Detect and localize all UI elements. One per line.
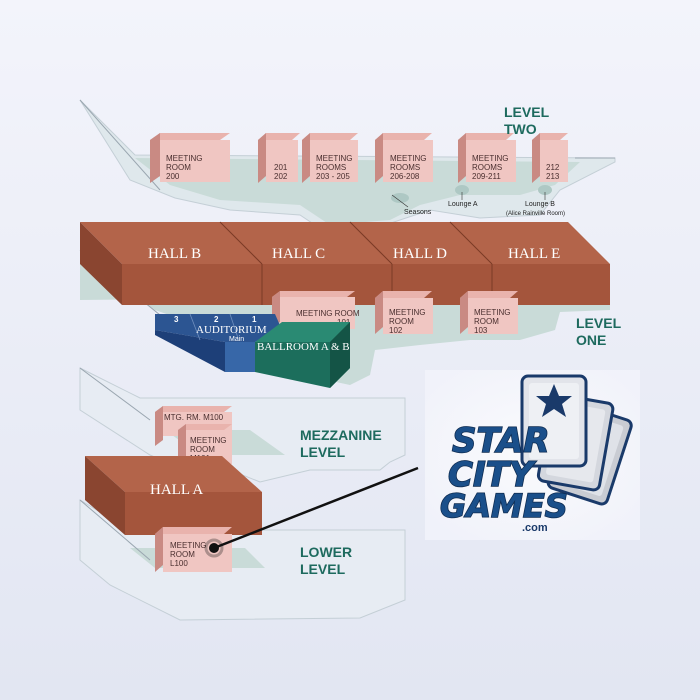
room-200-line3: 200 xyxy=(166,172,180,181)
mezzanine-floor-outline xyxy=(79,367,406,483)
lounge-markers xyxy=(391,185,552,208)
auditorium[interactable]: 3 2 1 AUDITORIUM Main xyxy=(155,313,282,372)
room-101-line1: MEETING ROOM xyxy=(296,309,360,318)
room-102-line3: 102 xyxy=(389,326,403,335)
room-m101-line2: ROOM xyxy=(190,445,215,454)
ballroom-a-b[interactable]: BALLROOM A & B xyxy=(255,322,350,388)
star-icon xyxy=(536,384,572,417)
hall-d-label: HALL D xyxy=(393,246,447,262)
level-two-label-line1: LEVEL xyxy=(504,104,550,120)
lower-level-group: HALL A MEETING ROOM L100 LOWER LEVEL xyxy=(79,456,419,621)
room-201-label: 201 xyxy=(274,163,288,172)
rooms-203-line1: MEETING xyxy=(316,154,352,163)
seasons-label: Seasons xyxy=(404,209,432,216)
room-l100-line3: L100 xyxy=(170,559,188,568)
hall-b-label: HALL B xyxy=(148,246,201,262)
logo-line-star: STAR xyxy=(452,421,550,461)
rooms-209-line3: 209-211 xyxy=(472,172,501,181)
hall-a[interactable]: HALL A xyxy=(85,456,262,535)
rooms-206-line2: ROOMS xyxy=(390,163,420,172)
rooms-209-line1: MEETING xyxy=(472,154,508,163)
meeting-room-212-213[interactable]: 212 213 xyxy=(532,133,568,183)
room-212-label: 212 xyxy=(546,163,560,172)
room-102-line2: ROOM xyxy=(389,317,414,326)
hall-e[interactable]: HALL E xyxy=(450,222,610,305)
rooms-206-line1: MEETING xyxy=(390,154,426,163)
room-200-line1: MEETING xyxy=(166,154,202,163)
meeting-room-103[interactable]: MEETING ROOM 103 xyxy=(460,291,518,335)
meeting-room-102[interactable]: MEETING ROOM 102 xyxy=(375,291,433,335)
room-200-line2: ROOM xyxy=(166,163,191,172)
hall-a-label: HALL A xyxy=(150,482,203,498)
auditorium-section-2: 2 xyxy=(214,315,219,324)
lounge-a-label: Lounge A xyxy=(448,201,478,208)
room-202-label: 202 xyxy=(274,172,288,181)
room-l100-line1: MEETING xyxy=(170,541,206,550)
rooms-203-line3: 203 - 205 xyxy=(316,172,350,181)
level-two-label-line2: TWO xyxy=(504,121,537,137)
meeting-room-201-202[interactable]: 201 202 xyxy=(258,133,300,183)
logo-line-games: GAMES xyxy=(440,487,568,525)
level-one-label-line2: ONE xyxy=(576,332,606,348)
hall-c-label: HALL C xyxy=(272,246,325,262)
pointer-line xyxy=(213,466,419,550)
mezzanine-label-line1: MEZZANINE xyxy=(300,427,382,443)
auditorium-label: AUDITORIUM xyxy=(196,324,267,336)
meeting-room-l100[interactable]: MEETING ROOM L100 xyxy=(155,527,232,572)
hall-e-label: HALL E xyxy=(508,246,560,262)
room-m101-line1: MEETING xyxy=(190,436,226,445)
meeting-rooms-206-208[interactable]: MEETING ROOMS 206-208 xyxy=(375,133,433,183)
auditorium-section-3: 3 xyxy=(174,315,179,324)
meeting-rooms-209-211[interactable]: MEETING ROOMS 209-211 xyxy=(458,133,516,183)
meeting-room-200[interactable]: MEETING ROOM 200 xyxy=(150,133,230,183)
room-213-label: 213 xyxy=(546,172,560,181)
rooms-206-line3: 206-208 xyxy=(390,172,420,181)
logo-suffix: .com xyxy=(522,522,548,534)
room-l100-line2: ROOM xyxy=(170,550,195,559)
hall-c[interactable]: HALL C xyxy=(220,222,392,305)
auditorium-main-label: Main xyxy=(229,336,244,343)
auditorium-section-1: 1 xyxy=(252,315,257,324)
lounge-b-sublabel: (Alice Rainville Room) xyxy=(506,211,565,217)
room-103-line3: 103 xyxy=(474,326,488,335)
lower-label-line2: LEVEL xyxy=(300,561,346,577)
room-102-line1: MEETING xyxy=(389,308,425,317)
starcitygames-logo[interactable]: STAR CITY GAMES .com xyxy=(425,370,640,540)
meeting-rooms-203-205[interactable]: MEETING ROOMS 203 - 205 xyxy=(302,133,358,183)
lounge-b-label: Lounge B xyxy=(525,201,555,208)
lower-label-line1: LOWER xyxy=(300,544,352,560)
level-one-group: HALL B HALL C HALL D HALL E xyxy=(79,221,622,388)
mezzanine-label-line2: LEVEL xyxy=(300,444,346,460)
room-103-line2: ROOM xyxy=(474,317,499,326)
logo-line-city: CITY xyxy=(448,455,537,495)
room-m100-label: MTG. RM. M100 xyxy=(164,413,224,422)
level-two-group: MEETING ROOM 200 201 202 MEETING ROOMS 2… xyxy=(79,99,616,236)
ballroom-label: BALLROOM A & B xyxy=(257,341,350,353)
rooms-209-line2: ROOMS xyxy=(472,163,502,172)
hall-b[interactable]: HALL B xyxy=(80,222,262,305)
room-103-line1: MEETING xyxy=(474,308,510,317)
rooms-203-line2: ROOMS xyxy=(316,163,346,172)
level-one-label-line1: LEVEL xyxy=(576,315,622,331)
